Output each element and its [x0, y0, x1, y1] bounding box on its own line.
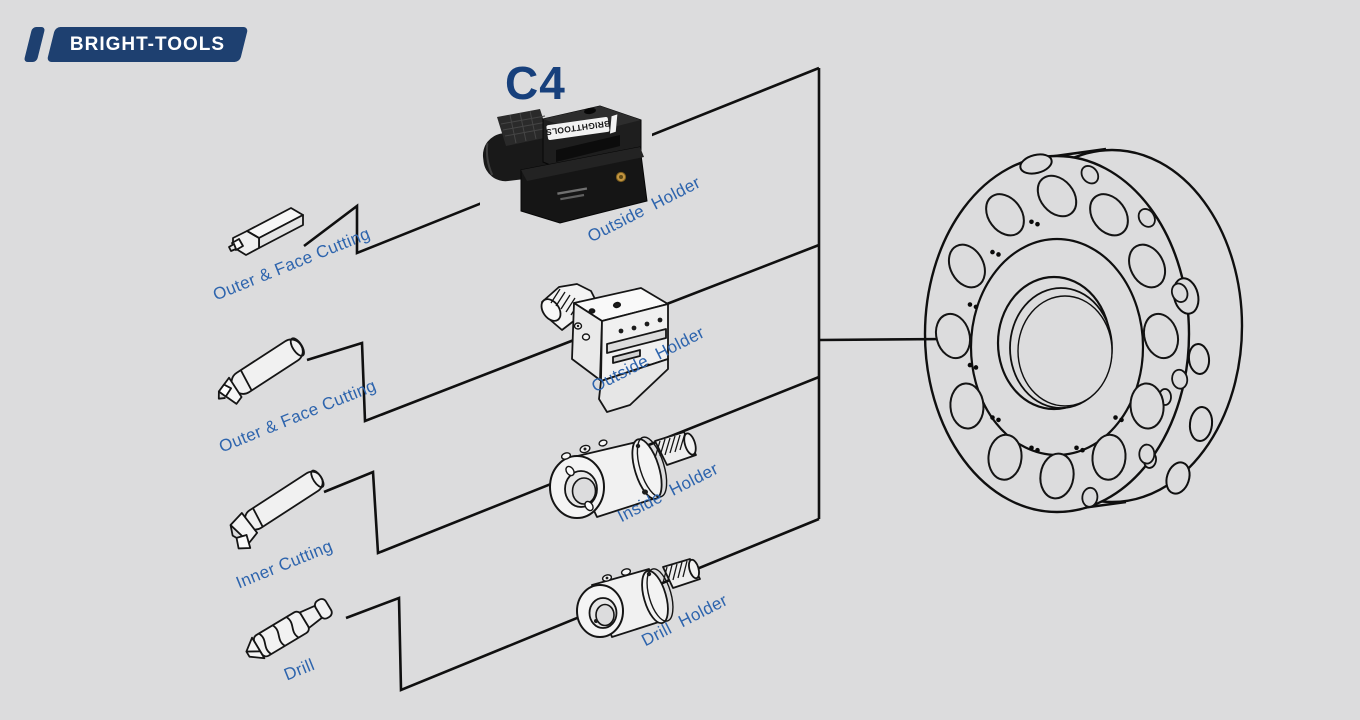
- disc-tick-mark: [1080, 447, 1085, 453]
- disc-tick-mark: [1074, 445, 1079, 451]
- tool-outer-face-cutting-2: [217, 337, 305, 405]
- holder-drill-lineart: [576, 558, 701, 638]
- disc-pin-hole: [1137, 208, 1156, 228]
- logo-band: BRIGHT-TOOLS: [46, 27, 249, 62]
- turret-disc-illustration: [923, 147, 1244, 514]
- disc-tick-mark: [973, 304, 979, 310]
- holder4-thread-lines: [662, 560, 688, 584]
- holder2-clamp-slot: [606, 328, 667, 354]
- disc-tick-mark: [967, 362, 973, 368]
- connector-to-disc: [818, 337, 948, 342]
- disc-tool-hole: [985, 193, 1025, 237]
- disc-tick-mark: [1035, 447, 1040, 453]
- holder3-flange: [631, 438, 663, 500]
- tool-inner-cutting: [229, 469, 325, 550]
- disc-pin-hole: [1171, 368, 1189, 390]
- disc-tool-hole: [1089, 193, 1129, 237]
- holder2-screw-dots: [618, 317, 663, 334]
- disc-pin-hole: [1170, 282, 1189, 303]
- part-number-marks: [557, 187, 588, 201]
- holder2-left-face: [571, 302, 603, 381]
- disc-tick-mark: [1029, 445, 1034, 451]
- holder4-flange: [641, 569, 669, 625]
- disc-tick-mark: [996, 252, 1001, 257]
- holder3-top-holes: [560, 439, 608, 460]
- disc-tick-mark: [996, 417, 1001, 423]
- tool-outer-face-cutting-1: [228, 207, 304, 256]
- disc-tool-hole: [1128, 243, 1167, 289]
- disc-tick-mark: [973, 365, 979, 370]
- tool-drill: [245, 598, 333, 660]
- disc-tick-mark: [1113, 415, 1118, 420]
- disc-pin-hole: [1080, 165, 1100, 185]
- disc-tool-hole: [934, 312, 972, 360]
- disc-tool-hole: [1129, 382, 1165, 430]
- disc-tick-mark: [1035, 221, 1040, 227]
- connector-row2: [306, 243, 820, 423]
- disc-bore-lip-inner: [1017, 295, 1113, 407]
- disc-tick-mark: [1119, 417, 1124, 423]
- disc-tick-mark: [1029, 219, 1034, 225]
- holder-outside-lineart: [540, 283, 669, 413]
- disc-tool-hole: [987, 433, 1023, 481]
- model-code: C4: [505, 57, 566, 109]
- disc-tool-hole: [1091, 433, 1127, 481]
- disc-tick-mark: [990, 415, 995, 420]
- disc-tick-mark: [990, 249, 995, 255]
- holder-top-hole: [584, 107, 596, 115]
- logo-text: BRIGHT-TOOLS: [70, 33, 226, 55]
- holder-inside-lineart: [549, 431, 697, 519]
- disc-tool-hole: [1142, 312, 1180, 360]
- brand-logo: BRIGHT-TOOLS: [23, 27, 249, 62]
- holder2-lower-wedge: [598, 358, 669, 413]
- disc-tool-hole: [949, 382, 985, 430]
- disc-pin-hole: [1138, 443, 1156, 465]
- disc-pin-hole: [1081, 486, 1099, 508]
- holder-photo-c4: BRIGHTTOOLS: [480, 100, 652, 224]
- disc-tick-mark: [967, 302, 973, 307]
- brand-plate: [546, 114, 618, 140]
- holder4-top-holes: [601, 568, 632, 582]
- holder3-thread-lines: [654, 432, 686, 459]
- disc-tool-holes: [934, 165, 1189, 508]
- disc-tool-hole: [1036, 174, 1078, 218]
- disc-tool-hole: [947, 243, 986, 289]
- disc-tool-hole: [1039, 452, 1075, 500]
